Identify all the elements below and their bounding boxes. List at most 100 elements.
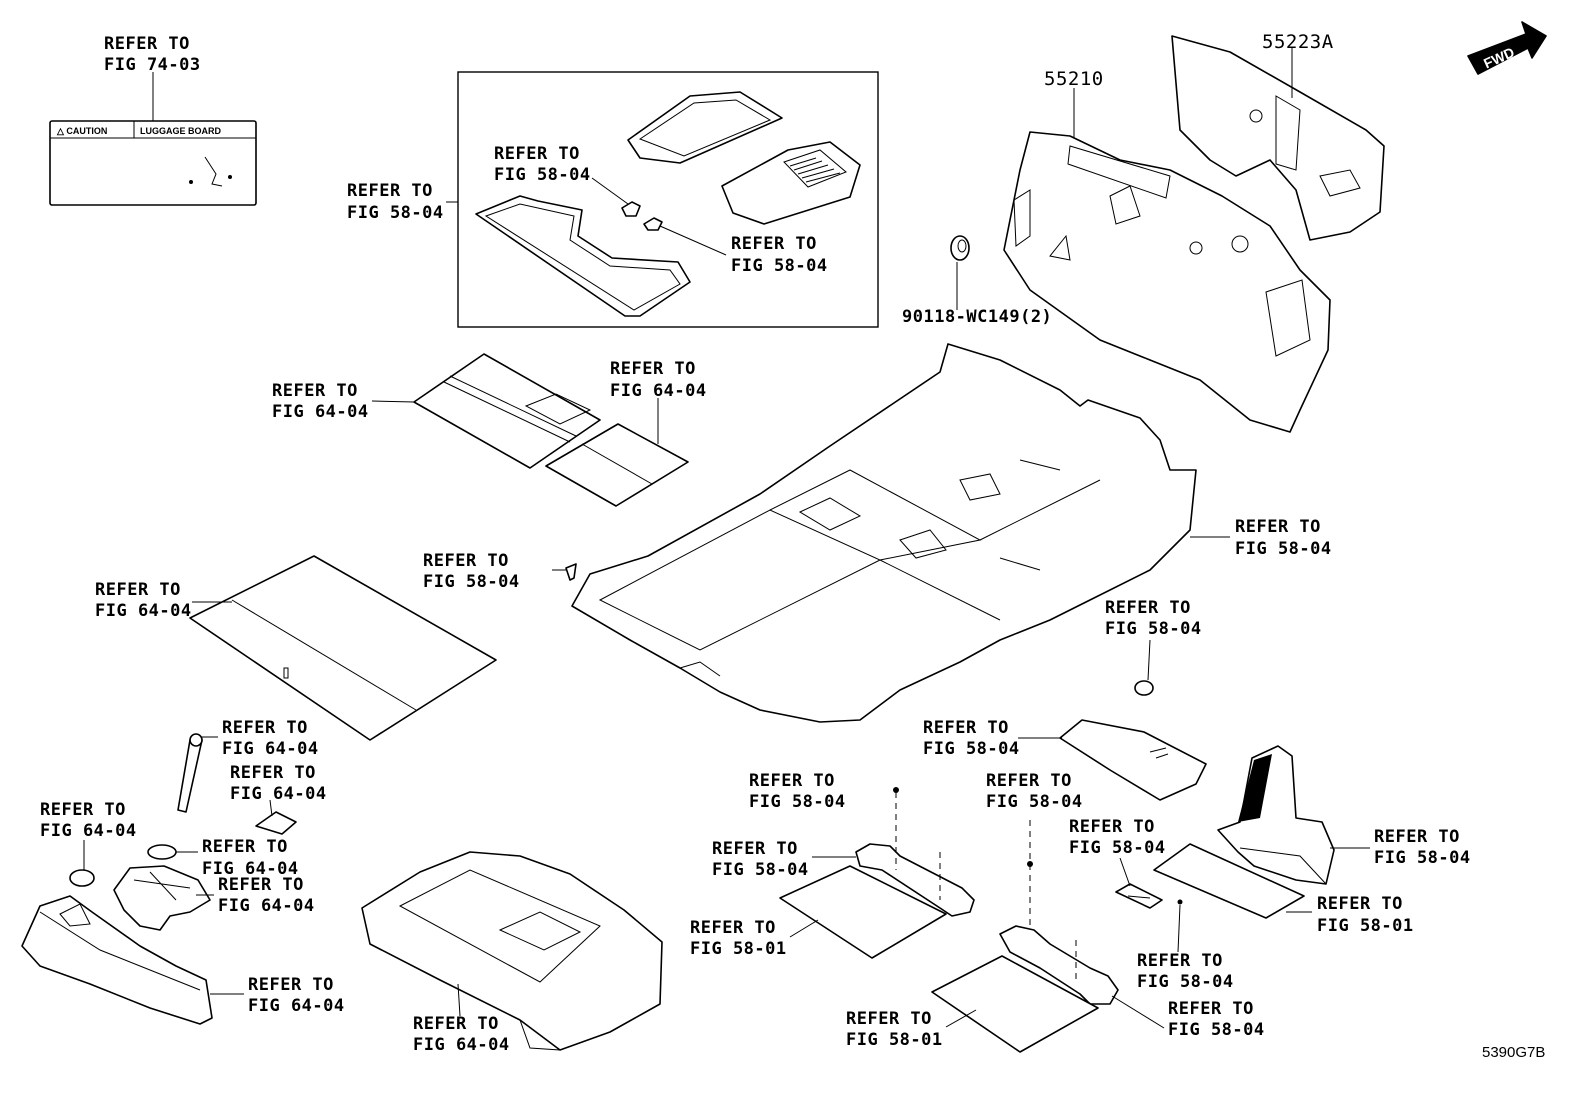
tool-washer (147, 844, 198, 860)
part-number-55223A: 55223A (1262, 31, 1334, 53)
fig-number: FIG 58-04 (347, 203, 444, 223)
floor-carpet (571, 343, 1230, 723)
fig-number: FIG 64-04 (248, 996, 345, 1016)
rear-silencer (1018, 719, 1207, 801)
refer-to-text: REFER TO (1374, 827, 1460, 847)
refer-to-text: REFER TO (104, 34, 190, 54)
tool-tray (113, 865, 214, 931)
luggage-tub (361, 851, 663, 1051)
side-bracket (1217, 745, 1370, 885)
fig-number: FIG 64-04 (222, 739, 319, 759)
callout-tool-tray-ref: REFER TO FIG 64-04 (218, 875, 315, 916)
refer-to-text: REFER TO (202, 837, 288, 857)
refer-to-text: REFER TO (731, 234, 817, 254)
callout-seat-clip-left-ref: REFER TO FIG 58-04 (749, 771, 846, 812)
callout-jack-handle-ref: REFER TO FIG 64-04 (222, 718, 319, 759)
refer-to-text: REFER TO (1235, 517, 1321, 537)
callout-deck-board-upper-ref: REFER TO FIG 64-04 (272, 381, 368, 422)
refer-to-text: REFER TO (610, 359, 696, 379)
fwd-arrow: FWD (1467, 21, 1547, 75)
callout-side-sheet-ref: REFER TO FIG 58-01 (1317, 894, 1414, 936)
fig-number: FIG 58-04 (1105, 619, 1202, 639)
callout-deck-board-small-ref: REFER TO FIG 64-04 (610, 359, 707, 401)
fig-number: FIG 58-04 (1168, 1020, 1265, 1040)
refer-to-text: REFER TO (230, 763, 316, 783)
refer-to-text: REFER TO (222, 718, 308, 738)
callout-seat-sheet-left-ref: REFER TO FIG 58-01 (690, 918, 787, 959)
fig-number: FIG 58-01 (846, 1030, 943, 1050)
fig-number: FIG 64-04 (218, 896, 315, 916)
part-number-55210: 55210 (1044, 68, 1104, 90)
tool-pad (69, 840, 95, 887)
fig-number: FIG 58-04 (712, 860, 809, 880)
fig-number: FIG 58-04 (923, 739, 1020, 759)
fig-number: FIG 58-04 (1235, 539, 1332, 559)
fwd-arrow-text: FWD (1481, 44, 1517, 72)
seat-pad-left (812, 787, 975, 917)
seat-sheet-mid (931, 955, 1099, 1053)
fig-number: FIG 64-04 (95, 601, 192, 621)
fig-number: FIG 64-04 (413, 1035, 510, 1055)
part-number-90118: 90118-WC149(2) (902, 307, 1052, 327)
part-number-clip: 90118-WC149(2) (902, 307, 1052, 327)
caution-label-left-text: △ CAUTION (56, 126, 107, 136)
fig-number: FIG 58-01 (1317, 916, 1414, 936)
callout-jack-bracket-ref: REFER TO FIG 64-04 (230, 763, 326, 804)
callout-tool-pad-ref: REFER TO FIG 64-04 (40, 800, 137, 841)
fig-number: FIG 64-04 (610, 381, 707, 401)
refer-to-text: REFER TO (423, 551, 509, 571)
refer-to-text: REFER TO (248, 975, 334, 995)
refer-to-text: REFER TO (218, 875, 304, 895)
caution-label: △ CAUTION LUGGAGE BOARD (49, 72, 257, 206)
refer-to-text: REFER TO (347, 181, 433, 201)
deck-board-small (545, 398, 689, 507)
floor-grommet (1134, 639, 1154, 696)
side-sheet (1153, 843, 1312, 919)
refer-to-text: REFER TO (1105, 598, 1191, 618)
small-clip (1177, 899, 1183, 953)
clip-90118 (950, 235, 970, 310)
callout-caution-label-ref: REFER TO FIG 74-03 (104, 34, 200, 75)
fig-number: FIG 58-04 (731, 256, 828, 276)
fig-number: FIG 58-04 (1069, 838, 1166, 858)
callout-side-bracket-ref: REFER TO FIG 58-04 (1374, 827, 1471, 868)
callout-mat-clip-lower-ref: REFER TO FIG 58-04 (731, 234, 828, 276)
callout-seat-pad-left-ref: REFER TO FIG 58-04 (712, 839, 809, 880)
refer-to-text: REFER TO (923, 718, 1009, 738)
callout-mat-clip-upper-ref: REFER TO FIG 58-04 (494, 144, 591, 185)
refer-to-text: REFER TO (272, 381, 358, 401)
floor-clip (552, 563, 577, 581)
small-plate (1115, 857, 1163, 909)
floor-mat-set (446, 71, 879, 328)
callout-seat-sheet-mid-ref: REFER TO FIG 58-01 (846, 1009, 943, 1050)
fig-number: FIG 58-04 (749, 792, 846, 812)
refer-to-text: REFER TO (846, 1009, 932, 1029)
refer-to-text: REFER TO (1137, 951, 1223, 971)
refer-to-text: REFER TO (40, 800, 126, 820)
dash-silencer-outer (1171, 35, 1385, 241)
refer-to-text: REFER TO (749, 771, 835, 791)
part-number-inner: 55210 (1044, 68, 1104, 90)
callout-small-clip-ref: REFER TO FIG 58-04 (1137, 951, 1234, 992)
fig-number: FIG 58-04 (1137, 972, 1234, 992)
fig-number: FIG 58-04 (494, 165, 591, 185)
fig-number: FIG 58-04 (423, 572, 520, 592)
refer-to-text: REFER TO (712, 839, 798, 859)
callout-rear-silencer-ref: REFER TO FIG 58-04 (923, 718, 1020, 759)
fig-number: FIG 58-04 (986, 792, 1083, 812)
refer-to-text: REFER TO (95, 580, 181, 600)
callout-seat-pad-mid-ref: REFER TO FIG 58-04 (1168, 999, 1265, 1040)
dash-silencer-inner (1003, 88, 1331, 433)
luggage-board (189, 555, 497, 741)
fig-number: FIG 64-04 (40, 821, 137, 841)
caution-label-right-text: LUGGAGE BOARD (140, 126, 222, 136)
jack-handle (177, 733, 218, 813)
refer-to-text: REFER TO (494, 144, 580, 164)
part-number-outer: 55223A (1262, 31, 1334, 53)
refer-to-text: REFER TO (690, 918, 776, 938)
callout-luggage-tub-ref: REFER TO FIG 64-04 (413, 1014, 510, 1055)
fig-number: FIG 58-04 (1374, 848, 1471, 868)
refer-to-text: REFER TO (986, 771, 1072, 791)
jack-bracket (255, 799, 297, 835)
fig-number: FIG 58-01 (690, 939, 787, 959)
